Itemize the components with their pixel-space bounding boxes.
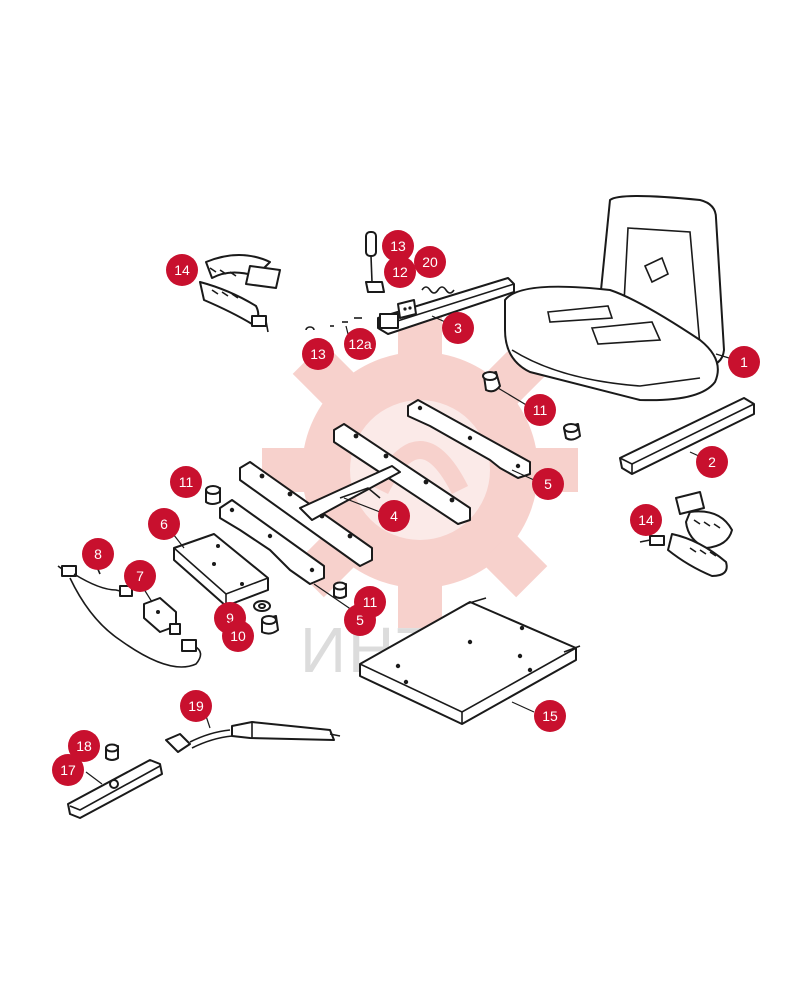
svg-text:10: 10: [230, 628, 246, 644]
callout-5-upper: 5: [532, 468, 564, 500]
svg-text:13: 13: [310, 346, 326, 362]
part-bushing-c: [205, 485, 221, 505]
part-knob: [261, 615, 279, 635]
callout-3: 3: [442, 312, 474, 344]
callout-13-lower: 13: [302, 338, 334, 370]
svg-text:8: 8: [94, 546, 102, 562]
callout-10: 10: [222, 620, 254, 652]
svg-text:5: 5: [544, 476, 552, 492]
part-cross-frame: [239, 423, 471, 567]
part-bushing-a: [482, 371, 529, 407]
svg-text:19: 19: [188, 698, 204, 714]
svg-text:6: 6: [160, 516, 168, 532]
part-handle: [67, 759, 163, 819]
svg-text:12a: 12a: [348, 336, 372, 352]
part-seat-adjuster-rail: [377, 277, 515, 335]
part-seat-rail: [619, 397, 755, 475]
callout-13-upper: 13: [382, 230, 414, 262]
part-seat: [504, 195, 743, 402]
svg-text:15: 15: [542, 708, 558, 724]
svg-text:12: 12: [392, 264, 408, 280]
svg-text:11: 11: [179, 474, 194, 490]
callout-14-lower: 14: [630, 504, 662, 536]
svg-text:4: 4: [390, 508, 398, 524]
callout-19: 19: [180, 690, 212, 722]
callout-2: 2: [696, 446, 728, 478]
svg-text:17: 17: [60, 762, 76, 778]
callout-15: 15: [534, 700, 566, 732]
callout-11-lower: 11: [354, 586, 386, 618]
part-seat-switch: [141, 585, 181, 635]
svg-text:13: 13: [390, 238, 406, 254]
part-switch-plate: [169, 529, 269, 607]
callout-17: 17: [52, 754, 84, 786]
part-plug: [105, 743, 119, 761]
part-seat-belt-lower: [639, 491, 733, 577]
callout-7: 7: [124, 560, 156, 592]
callout-20: 20: [414, 246, 446, 278]
callout-1: 1: [728, 346, 760, 378]
callout-4: 4: [378, 500, 410, 532]
callout-11-left: 11: [170, 466, 202, 498]
callout-11-right: 11: [524, 394, 556, 426]
svg-text:14: 14: [174, 262, 190, 278]
callout-12a: 12a: [344, 328, 376, 360]
svg-text:9: 9: [226, 610, 234, 626]
part-mount-bracket-lower: [219, 499, 353, 611]
callout-6: 6: [148, 508, 180, 540]
svg-text:2: 2: [708, 454, 716, 470]
part-bushing-d: [333, 581, 347, 599]
svg-text:20: 20: [422, 254, 438, 270]
callout-14-upper: 14: [166, 254, 198, 286]
svg-text:14: 14: [638, 512, 654, 528]
part-bushing-b: [563, 423, 581, 441]
callout-18: 18: [68, 730, 100, 762]
svg-text:1: 1: [740, 354, 748, 370]
svg-text:3: 3: [454, 320, 462, 336]
part-base-plate: [359, 597, 581, 725]
callout-8: 8: [82, 538, 114, 570]
callout-12: 12: [384, 256, 416, 288]
part-washer: [253, 600, 271, 612]
part-seat-belt-upper: [199, 254, 281, 333]
part-mount-bracket-upper: [407, 399, 535, 481]
part-cable: [165, 715, 341, 753]
svg-text:11: 11: [533, 402, 548, 418]
svg-text:18: 18: [76, 738, 92, 754]
svg-text:11: 11: [363, 594, 378, 610]
svg-text:7: 7: [136, 568, 144, 584]
svg-text:5: 5: [356, 612, 364, 628]
